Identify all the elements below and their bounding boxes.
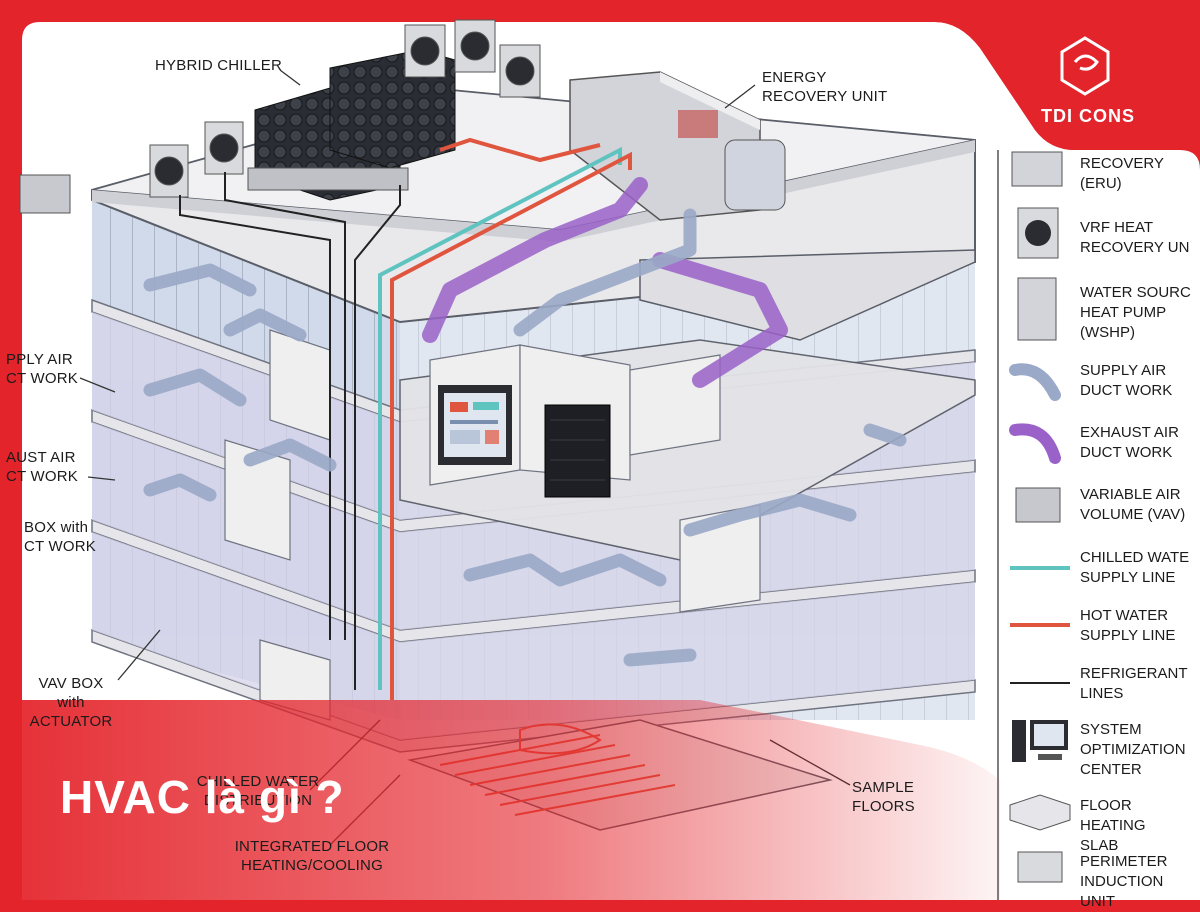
headline: HVAC là gì ? — [60, 771, 345, 823]
legend-item-hot-water: HOT WATER SUPPLY LINE — [1080, 607, 1176, 644]
computer-icon — [1012, 720, 1068, 762]
brand-name: TDI CONS — [1040, 106, 1135, 126]
vrf-icon — [1017, 207, 1059, 259]
energy-recovery-unit — [569, 71, 786, 221]
hybrid-chiller — [247, 49, 456, 201]
bottom-red-band — [0, 680, 1000, 900]
callout-supply-air-duct: PPLY AIR CT WORK — [6, 351, 78, 387]
tdi-logo-emblem — [1060, 36, 1110, 96]
exhaust-duct-icon — [1009, 423, 1061, 464]
server-rack — [544, 404, 611, 498]
supply-duct-icon — [1009, 363, 1061, 401]
bottom-red-band-solid — [0, 660, 22, 695]
legend-item-supply-air: SUPPLY AIR DUCT WORK — [1080, 362, 1173, 399]
callout-chilled-water-distribution: CHILLED WATER DISTRIBUTION — [196, 773, 320, 809]
legend-item-wshp: WATER SOURC HEAT PUMP (WSHP) — [1080, 284, 1191, 341]
callout-vav-box: VAV BOX with ACTUATOR — [29, 675, 113, 730]
legend-item-vrf: VRF HEAT RECOVERY UN — [1080, 219, 1190, 256]
logo-tab — [935, 22, 1200, 150]
callout-integrated-floor-heating: INTEGRATED FLOOR HEATING/COOLING — [234, 838, 390, 874]
vav-icon — [1015, 487, 1061, 523]
legend-item-eru: RECOVERY (ERU) — [1080, 155, 1164, 192]
induction-unit-icon — [1017, 851, 1063, 883]
eru-icon — [1011, 151, 1063, 187]
legend-item-refrigerant: REFRIGERANT LINES — [1080, 665, 1188, 702]
callout-hybrid-chiller: HYBRID CHILLER — [155, 57, 282, 74]
wshp-icon — [1017, 277, 1057, 341]
callout-energy-recovery-unit: ENERGY RECOVERY UNIT — [762, 69, 888, 105]
legend-item-induction-unit: PERIMETER INDUCTION UNIT — [1080, 853, 1168, 910]
callout-exhaust-air-duct: AUST AIR CT WORK — [6, 449, 78, 485]
chilled-water-line — [378, 146, 622, 690]
legend-item-chilled-water: CHILLED WATE SUPPLY LINE — [1080, 549, 1190, 586]
legend-item-vav: VARIABLE AIR VOLUME (VAV) — [1080, 486, 1186, 523]
hot-water-line — [390, 137, 632, 700]
vrf-condenser-units — [19, 19, 541, 214]
exhaust-air-duct — [422, 177, 788, 388]
refrigerant-lines — [179, 172, 401, 690]
legend-item-floor-heating: FLOOR HEATING SLAB — [1080, 797, 1146, 854]
supply-air-duct — [143, 208, 907, 667]
callout-box-with-duct: BOX with CT WORK — [24, 519, 96, 555]
callout-sample-floors: SAMPLE FLOORS — [852, 779, 915, 815]
slab-icon — [1009, 794, 1071, 831]
legend-item-exhaust-air: EXHAUST AIR DUCT WORK — [1080, 424, 1179, 461]
legend-icons — [1009, 151, 1071, 883]
legend-item-system-optimization: SYSTEM OPTIMIZATION CENTER — [1080, 721, 1186, 778]
system-optimization-monitor — [438, 385, 512, 465]
